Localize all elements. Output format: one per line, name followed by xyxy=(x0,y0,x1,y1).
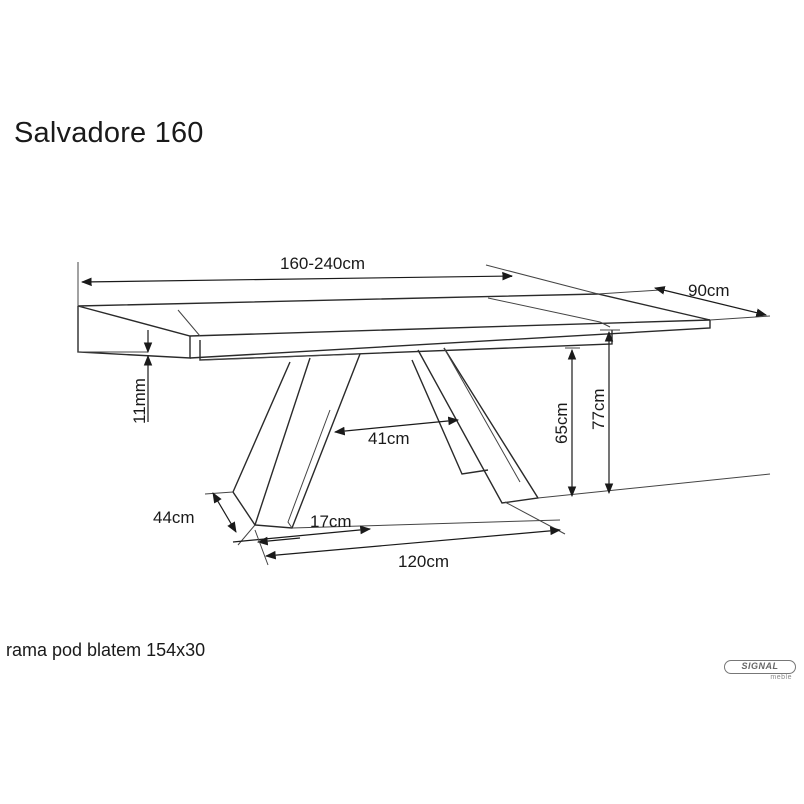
logo-sub: meble xyxy=(770,674,792,681)
label-foot-width: 17cm xyxy=(310,512,352,531)
product-title: Salvadore 160 xyxy=(14,117,204,149)
dim-leg-gap: 41cm xyxy=(333,416,460,448)
table-top xyxy=(77,293,711,361)
label-leg-gap: 41cm xyxy=(368,429,410,448)
right-leg xyxy=(411,347,540,504)
dim-clearance-height: 65cm xyxy=(552,347,580,498)
label-total-height: 77cm xyxy=(589,388,608,430)
label-clearance-height: 65cm xyxy=(552,402,571,444)
label-foot-depth: 44cm xyxy=(153,508,195,527)
dim-length: 160-240cm xyxy=(77,254,599,306)
dim-total-height: 77cm xyxy=(589,329,620,495)
frame-note: rama pod blatem 154x30 xyxy=(6,640,206,660)
dim-depth: 90cm xyxy=(597,281,771,321)
dim-foot-depth: 44cm xyxy=(153,491,237,533)
dim-top-thickness: 11mm xyxy=(78,330,153,424)
label-top-thickness: 11mm xyxy=(130,378,149,424)
dim-base-length: 120cm xyxy=(254,526,562,571)
label-depth: 90cm xyxy=(688,281,730,300)
label-length: 160-240cm xyxy=(280,254,365,273)
left-leg xyxy=(232,353,361,529)
signal-logo: SIGNAL meble xyxy=(724,660,798,686)
label-base-length: 120cm xyxy=(398,552,449,571)
logo-brand: SIGNAL xyxy=(724,660,796,674)
